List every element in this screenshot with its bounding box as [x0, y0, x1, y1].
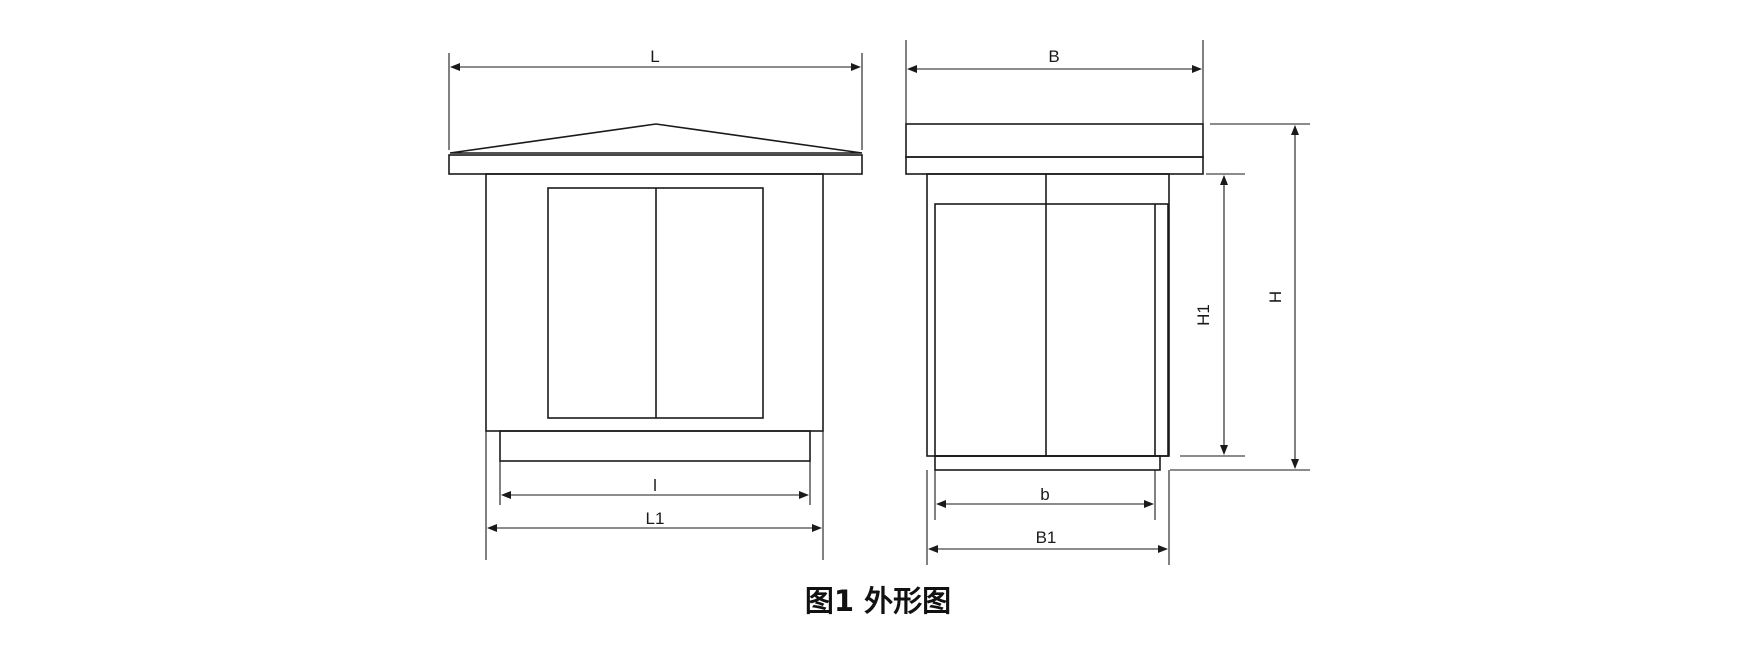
dim-B: B — [905, 40, 1204, 124]
side-base — [934, 455, 1161, 471]
dim-label-B: B — [1048, 47, 1059, 66]
dim-B1: B1 — [926, 470, 1170, 565]
dim-label-L1: L1 — [646, 509, 665, 528]
dim-label-H1: H1 — [1194, 304, 1213, 326]
dim-H1: H1 — [1180, 173, 1245, 457]
side-eave — [905, 156, 1204, 175]
side-body — [926, 173, 1170, 457]
dim-b: b — [934, 470, 1156, 520]
dim-H: H — [1170, 123, 1310, 471]
front-base — [499, 430, 811, 462]
dim-label-H: H — [1266, 291, 1285, 303]
side-door-frame — [934, 203, 1169, 457]
front-eave — [448, 154, 863, 175]
dim-l: l — [499, 461, 811, 505]
dim-label-b: b — [1040, 485, 1049, 504]
figure-caption: 图1 外形图 — [804, 584, 952, 618]
side-view — [905, 123, 1204, 471]
dim-L1: L1 — [485, 431, 824, 560]
dim-L: L — [448, 47, 863, 150]
side-roof — [905, 123, 1204, 158]
dim-label-l: l — [653, 476, 657, 495]
front-body — [485, 173, 824, 432]
front-roof — [449, 123, 863, 154]
dim-label-B1: B1 — [1036, 528, 1057, 547]
dim-label-L: L — [650, 47, 659, 66]
front-view — [448, 123, 863, 462]
